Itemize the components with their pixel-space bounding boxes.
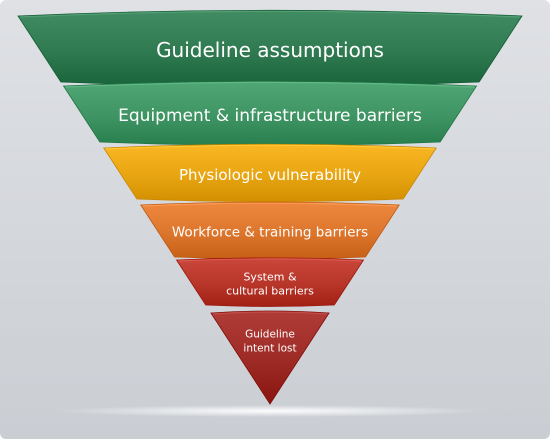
funnel-level-5-rim <box>178 258 362 262</box>
funnel-level-3-label-line: Physiologic vulnerability <box>179 166 361 184</box>
funnel-level-2-rim <box>65 81 475 88</box>
funnel-level-6 <box>210 310 330 405</box>
floor-reflection <box>55 405 485 417</box>
funnel-level-5-label-line: System & <box>243 270 297 283</box>
funnel-level-1-label-line: Guideline assumptions <box>156 38 384 62</box>
funnel-level-6-label-line: Guideline <box>245 329 295 341</box>
funnel-level-3-rim <box>105 144 435 150</box>
funnel-level-3-label: Physiologic vulnerability <box>179 166 361 184</box>
funnel-level-1-rim <box>19 10 521 18</box>
funnel-level-6-rim <box>212 311 328 315</box>
funnel-level-5-label-line: cultural barriers <box>226 284 314 297</box>
funnel-level-2-label-line: Equipment & infrastructure barriers <box>118 106 422 126</box>
funnel-level-4-label: Workforce & training barriers <box>172 225 368 241</box>
funnel-level-2-label: Equipment & infrastructure barriers <box>118 106 422 126</box>
funnel-level-4-rim <box>142 202 398 207</box>
funnel-level-6-label-line: intent lost <box>243 343 296 355</box>
funnel-level-5 <box>175 257 365 307</box>
funnel-level-3 <box>103 143 437 203</box>
funnel-level-5-label: System &cultural barriers <box>226 270 314 297</box>
funnel-level-1-label: Guideline assumptions <box>156 38 384 62</box>
funnel-level-6-label: Guideline intent lost <box>243 329 296 355</box>
funnel-level-4-label-line: Workforce & training barriers <box>172 225 368 241</box>
